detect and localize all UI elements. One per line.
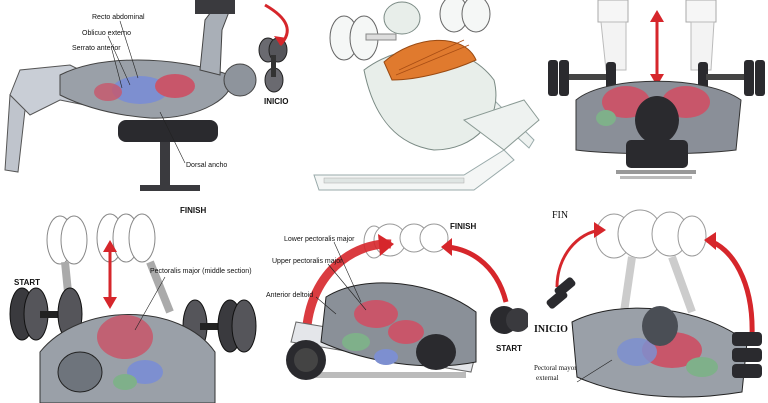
label-inicio-flye: INICIO bbox=[534, 324, 568, 335]
label-start-flye: START bbox=[496, 344, 523, 353]
label-inicio: INICIO bbox=[264, 97, 289, 106]
panel-decline-pullover: Recto abdominal Oblicuo externo Serrato … bbox=[0, 0, 300, 198]
panel-incline-press bbox=[304, 0, 542, 198]
label-anterior-deltoid: Anterior deltoid bbox=[266, 292, 314, 299]
label-serrato-anterior: Serrato anterior bbox=[72, 45, 121, 52]
decline-pullover-illustration bbox=[4, 0, 289, 191]
label-fin: FIN bbox=[552, 210, 569, 221]
label-pectoralis-major-middle: Pectoralis major (middle section) bbox=[150, 268, 252, 275]
label-dorsal-ancho: Dorsal ancho bbox=[186, 162, 228, 169]
label-pectoral-mayor-line2: external bbox=[536, 374, 559, 382]
label-finish: FINISH bbox=[180, 206, 207, 215]
label-upper-pectoralis: Upper pectoralis major bbox=[272, 258, 343, 265]
flat-flye-illustration bbox=[546, 209, 762, 398]
panel-decline-flye: Lower pectoralis major Upper pectoralis … bbox=[266, 202, 528, 403]
label-pectoral-mayor-line1: Pectoral mayor bbox=[534, 364, 577, 372]
incline-press-illustration bbox=[313, 0, 540, 191]
flat-dumbbell-press-illustration bbox=[9, 213, 257, 403]
label-lower-pectoralis: Lower pectoralis major bbox=[284, 236, 355, 243]
label-start: START bbox=[14, 278, 41, 287]
overhead-bench-press-illustration bbox=[548, 0, 765, 179]
panel-overhead-bench-press bbox=[546, 0, 768, 198]
panel-flat-flye: FIN INICIO Pectoral mayor external bbox=[532, 202, 768, 403]
decline-flye-illustration bbox=[286, 223, 528, 380]
label-recto-abdominal: Recto abdominal bbox=[92, 14, 145, 21]
panel-flat-dumbbell-press: START FINISH Pectoralis major (middle se… bbox=[0, 202, 262, 403]
label-finish-flye: FINISH bbox=[450, 222, 477, 231]
label-oblicuo-externo: Oblicuo externo bbox=[82, 30, 132, 37]
